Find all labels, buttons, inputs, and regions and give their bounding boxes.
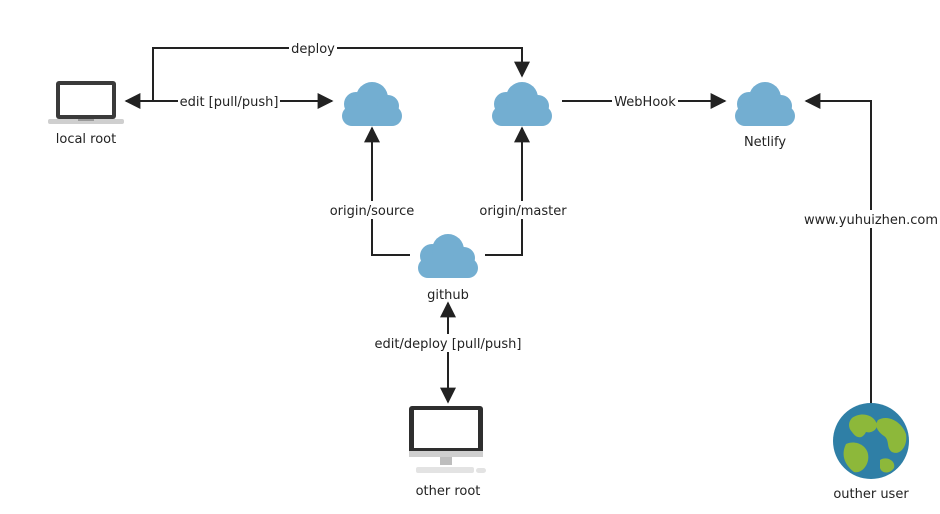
netlify-label: Netlify [744,135,786,150]
netlify-node: Netlify [735,82,795,150]
cloud-icon [492,82,552,126]
globe-icon [833,403,909,479]
source-repo-node [342,82,402,126]
origin-source-connector [364,126,410,256]
local-root-label: local root [56,132,117,147]
outher-user-node: outher user [833,403,909,502]
master-repo-node [492,82,552,126]
cloud-icon [735,82,795,126]
deploy-connector [152,47,530,102]
origin-source-label: origin/source [330,204,415,219]
cloud-icon [342,82,402,126]
other-root-node: other root [409,406,486,499]
origin-master-label: origin/master [479,204,567,219]
edit-pull-push-label: edit [pull/push] [180,95,279,110]
origin-master-connector [485,126,530,256]
laptop-icon [48,81,124,124]
webhook-label: WebHook [614,95,676,110]
github-label: github [427,288,469,303]
edit-deploy-label: edit/deploy [pull/push] [375,337,522,352]
github-node: github [418,234,478,303]
local-root-node: local root [48,81,124,147]
desktop-icon [409,406,486,473]
outher-user-label: outher user [833,487,909,502]
user-netlify-connector [804,93,872,404]
deploy-label: deploy [291,42,335,57]
other-root-label: other root [416,484,481,499]
cloud-icon [418,234,478,278]
domain-label: www.yuhuizhen.com [804,213,938,228]
